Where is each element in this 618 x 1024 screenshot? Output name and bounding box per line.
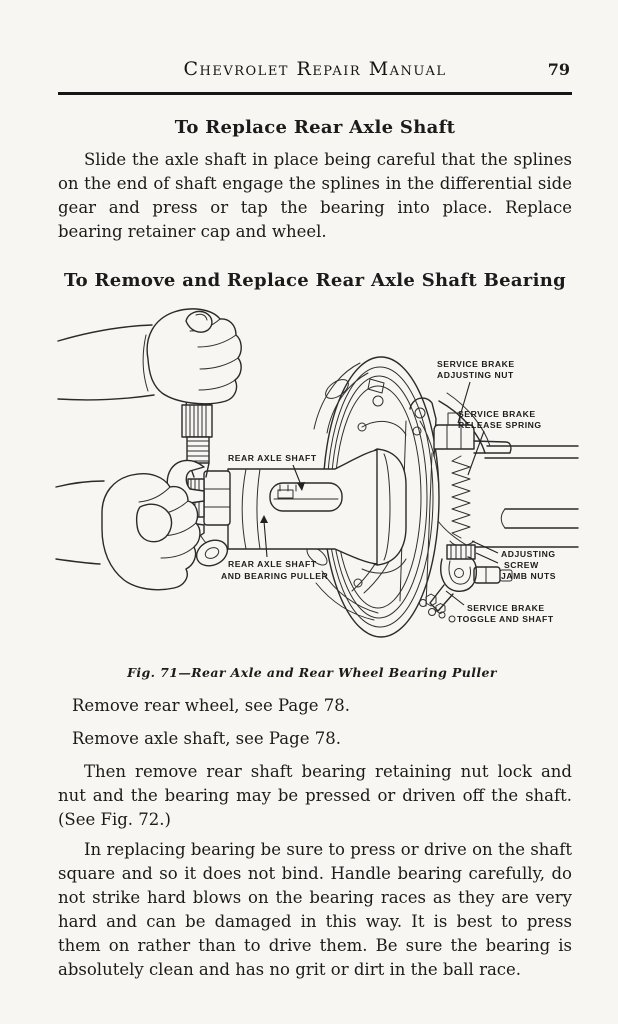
paragraph-remove-bearing: Then remove rear shaft bearing retaining… bbox=[58, 762, 572, 829]
figure-71-illustration: SERVICE BRAKE ADJUSTING NUT SERVICE BRAK… bbox=[55, 308, 579, 638]
svg-text:JAMB NUTS: JAMB NUTS bbox=[501, 571, 556, 581]
step-remove-rear-wheel: Remove rear wheel, see Page 78. bbox=[72, 696, 351, 715]
svg-text:ADJUSTING: ADJUSTING bbox=[501, 549, 556, 559]
svg-text:TOGGLE AND SHAFT: TOGGLE AND SHAFT bbox=[457, 614, 554, 624]
label-service-brake-adjusting-nut: SERVICE BRAKE ADJUSTING NUT bbox=[437, 359, 515, 424]
svg-text:REAR AXLE SHAFT: REAR AXLE SHAFT bbox=[228, 453, 317, 463]
label-adjusting-screw-jamb-nuts: ADJUSTING SCREW JAMB NUTS bbox=[471, 540, 556, 581]
upper-hand-drawing bbox=[57, 308, 242, 405]
page-header: Chevrolet Repair Manual 79 bbox=[58, 58, 572, 88]
svg-text:SCREW: SCREW bbox=[504, 560, 539, 570]
svg-text:ADJUSTING NUT: ADJUSTING NUT bbox=[437, 370, 514, 380]
figure-71: SERVICE BRAKE ADJUSTING NUT SERVICE BRAK… bbox=[40, 301, 580, 661]
svg-text:AND BEARING PULLER: AND BEARING PULLER bbox=[221, 571, 329, 581]
step-remove-axle-shaft: Remove axle shaft, see Page 78. bbox=[72, 729, 341, 748]
label-service-brake-toggle-and-shaft: SERVICE BRAKE TOGGLE AND SHAFT bbox=[445, 590, 554, 624]
svg-text:RELEASE SPRING: RELEASE SPRING bbox=[458, 420, 542, 430]
svg-text:SERVICE BRAKE: SERVICE BRAKE bbox=[467, 603, 545, 613]
running-head: Chevrolet Repair Manual bbox=[183, 58, 447, 80]
lower-hand-drawing bbox=[55, 473, 201, 591]
label-rear-axle-shaft-and-bearing-puller: REAR AXLE SHAFT AND BEARING PULLER bbox=[221, 515, 329, 581]
svg-text:REAR AXLE SHAFT: REAR AXLE SHAFT bbox=[228, 559, 317, 569]
section-heading-remove-bearing: To Remove and Replace Rear Axle Shaft Be… bbox=[64, 270, 566, 291]
figure-caption: Fig. 71—Rear Axle and Rear Wheel Bearing… bbox=[127, 665, 497, 680]
section-heading-replace-axle: To Replace Rear Axle Shaft bbox=[174, 117, 456, 138]
hub-drawing bbox=[361, 420, 407, 574]
page-number: 79 bbox=[547, 60, 570, 79]
brake-adjuster-drawing bbox=[425, 412, 513, 614]
paragraph-replace-axle: Slide the axle shaft in place being care… bbox=[58, 150, 572, 241]
paragraph-replace-bearing: In replacing bearing be sure to press or… bbox=[58, 840, 572, 979]
label-rear-axle-shaft: REAR AXLE SHAFT bbox=[228, 453, 317, 491]
header-rule bbox=[58, 92, 572, 95]
axle-housing-drawing bbox=[437, 392, 579, 548]
label-service-brake-release-spring: SERVICE BRAKE RELEASE SPRING bbox=[458, 409, 542, 476]
svg-text:SERVICE BRAKE: SERVICE BRAKE bbox=[437, 359, 515, 369]
svg-text:SERVICE BRAKE: SERVICE BRAKE bbox=[458, 409, 536, 419]
